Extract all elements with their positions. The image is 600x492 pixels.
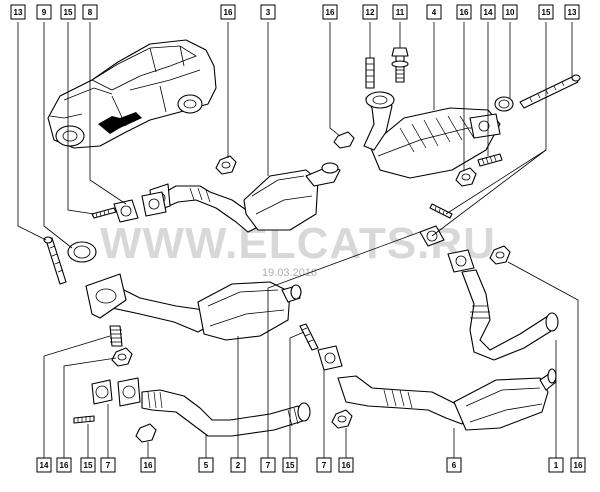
highlight-exhaust-location bbox=[98, 112, 142, 134]
callout-15-top-left: 15 bbox=[60, 4, 76, 20]
part-16-nut-g bbox=[331, 409, 353, 429]
callout-7-bottom-c: 7 bbox=[316, 457, 332, 473]
part-16-nut-d bbox=[489, 245, 511, 265]
watermark-date: 19.03.2016 bbox=[262, 267, 317, 279]
bottom-callout-row: 14 16 15 7 16 5 2 7 15 7 16 6 1 16 bbox=[36, 457, 586, 473]
vehicle-outline bbox=[47, 39, 217, 149]
callout-12-top: 12 bbox=[362, 4, 378, 20]
part-16-nut-e bbox=[111, 347, 133, 367]
callout-label: 16 bbox=[224, 8, 233, 17]
part-16-nut-f bbox=[135, 423, 157, 443]
part-16-nut-a bbox=[215, 155, 237, 175]
callout-15-bottom-b: 15 bbox=[282, 457, 298, 473]
callout-8-top: 8 bbox=[82, 4, 98, 20]
callout-1-bottom: 1 bbox=[548, 457, 564, 473]
part-15-stud-left bbox=[91, 207, 117, 219]
callout-label: 9 bbox=[42, 8, 47, 17]
callout-14-bottom: 14 bbox=[36, 457, 52, 473]
part-15-stud-right bbox=[429, 203, 453, 219]
callout-label: 14 bbox=[484, 8, 493, 17]
callout-label: 7 bbox=[266, 461, 271, 470]
callout-label: 16 bbox=[574, 461, 583, 470]
callout-label: 3 bbox=[266, 8, 271, 17]
callout-label: 12 bbox=[366, 8, 375, 17]
callout-label: 1 bbox=[554, 461, 559, 470]
callout-16-top-b: 16 bbox=[322, 4, 338, 20]
callout-label: 10 bbox=[506, 8, 515, 17]
callout-3-top: 3 bbox=[260, 4, 276, 20]
part-7-8-gasket-flange bbox=[113, 191, 167, 223]
callout-label: 16 bbox=[326, 8, 335, 17]
callout-label: 13 bbox=[568, 8, 577, 17]
callout-16-bottom-d: 16 bbox=[570, 457, 586, 473]
callout-16-bottom-a: 16 bbox=[56, 457, 72, 473]
callout-label: 14 bbox=[40, 461, 49, 470]
callout-label: 8 bbox=[88, 8, 93, 17]
callout-label: 15 bbox=[542, 8, 551, 17]
callout-16-bottom-c: 16 bbox=[338, 457, 354, 473]
callout-7-bottom-b: 7 bbox=[260, 457, 276, 473]
part-16-nut-b bbox=[455, 167, 477, 187]
callout-15-bottom-a: 15 bbox=[80, 457, 96, 473]
callout-label: 13 bbox=[14, 8, 23, 17]
callout-label: 11 bbox=[396, 8, 405, 17]
callout-label: 6 bbox=[452, 461, 457, 470]
callout-label: 7 bbox=[322, 461, 327, 470]
callout-13-top-right: 13 bbox=[564, 4, 580, 20]
part-5-front-pipe bbox=[91, 377, 311, 437]
part-15-stud-lower-left bbox=[73, 415, 95, 424]
part-15-stud-lower-right bbox=[299, 323, 319, 351]
callout-label: 16 bbox=[342, 461, 351, 470]
callout-label: 16 bbox=[460, 8, 469, 17]
callout-label: 5 bbox=[204, 461, 209, 470]
callout-label: 2 bbox=[236, 461, 241, 470]
callout-16-bottom-b: 16 bbox=[140, 457, 156, 473]
callout-6-bottom: 6 bbox=[446, 457, 462, 473]
leader-lines bbox=[17, 22, 579, 458]
callout-label: 15 bbox=[286, 461, 295, 470]
part-14-stud-right bbox=[477, 153, 503, 167]
callout-16-top-c: 16 bbox=[456, 4, 472, 20]
callout-11-top: 11 bbox=[392, 4, 408, 20]
part-9-sealing-ring bbox=[67, 241, 97, 263]
callout-10-top: 10 bbox=[502, 4, 518, 20]
part-12-stud bbox=[365, 57, 375, 89]
callout-13-top-left: 13 bbox=[10, 4, 26, 20]
part-13-bolt-right bbox=[519, 74, 581, 109]
callout-label: 15 bbox=[64, 8, 73, 17]
callout-14-top: 14 bbox=[480, 4, 496, 20]
part-1-down-pipe bbox=[461, 269, 559, 361]
callout-label: 16 bbox=[60, 461, 69, 470]
callout-9-top: 9 bbox=[36, 4, 52, 20]
callout-label: 16 bbox=[144, 461, 153, 470]
callout-label: 7 bbox=[106, 461, 111, 470]
part-2-catalyst-pipe bbox=[85, 273, 302, 341]
callout-label: 15 bbox=[84, 461, 93, 470]
callout-5-bottom: 5 bbox=[198, 457, 214, 473]
top-callout-row: 13 9 15 8 16 3 16 12 11 4 16 14 10 15 13 bbox=[10, 4, 580, 20]
part-13-bolt-left bbox=[43, 236, 67, 285]
part-11-bolt bbox=[391, 47, 409, 83]
part-14-spring-left bbox=[109, 325, 123, 347]
callout-4-top: 4 bbox=[426, 4, 442, 20]
part-10-ring bbox=[494, 96, 514, 112]
callout-15-top-right: 15 bbox=[538, 4, 554, 20]
part-16-nut-c bbox=[333, 131, 355, 149]
part-4-exhaust-manifold bbox=[363, 91, 501, 179]
callout-2-bottom: 2 bbox=[230, 457, 246, 473]
callout-7-bottom-a: 7 bbox=[100, 457, 116, 473]
callout-label: 4 bbox=[432, 8, 437, 17]
part-6-rear-catalyst-pipe bbox=[317, 345, 557, 431]
callout-16-top-a: 16 bbox=[220, 4, 236, 20]
